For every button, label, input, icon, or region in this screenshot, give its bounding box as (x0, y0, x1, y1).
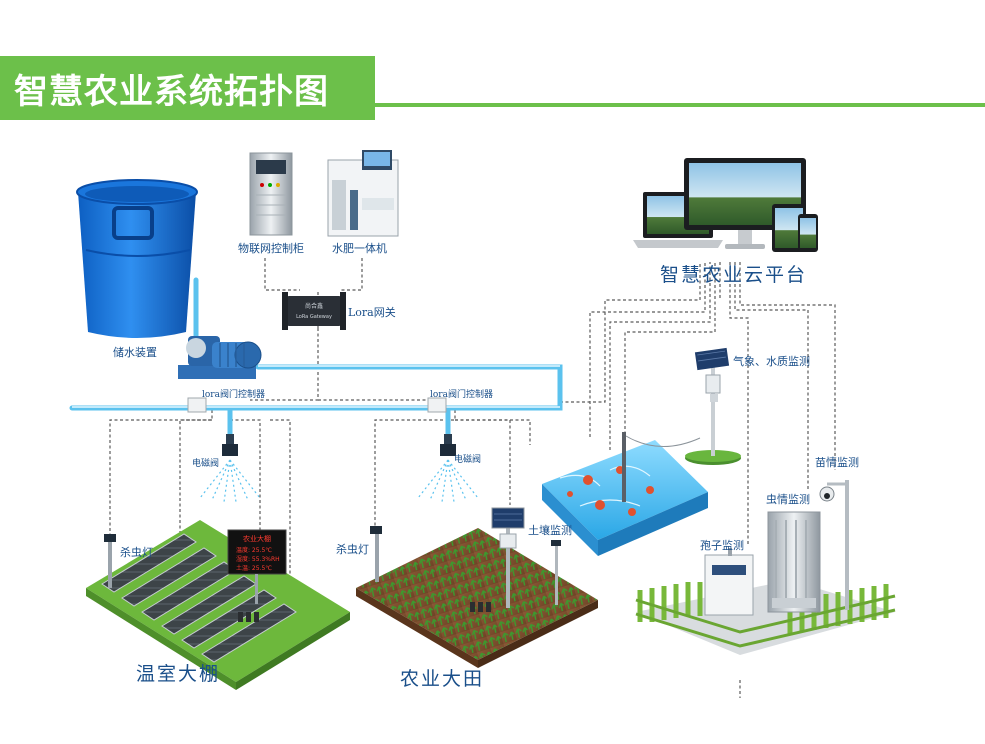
greenhouse-label: 温室大棚 (136, 663, 220, 685)
insect-lamp-right (370, 526, 382, 582)
title-banner: 智慧农业系统拓扑图 (0, 56, 375, 120)
insect-lamp-left-label: 杀虫灯 (120, 545, 153, 559)
fertigation-label: 水肥一体机 (332, 241, 387, 255)
lora-gateway-device: 尚合鑫 LoRa Gateway (282, 292, 346, 330)
insect-lamp-right-label: 杀虫灯 (336, 542, 369, 556)
valve-controller-left (187, 397, 207, 413)
signal-lines (109, 258, 836, 698)
seedling-monitor-label: 苗情监测 (815, 456, 859, 469)
water-pump (178, 336, 262, 379)
led-row-humidity: 湿度: 55.3%RH (236, 555, 280, 563)
lora-gateway-label: Lora网关 (348, 305, 396, 319)
water-storage-label: 储水装置 (113, 345, 157, 359)
seedling-camera-pole (819, 480, 849, 610)
solenoid-valve-right (417, 434, 479, 503)
farmland-field (356, 528, 598, 668)
gateway-model-text: LoRa Gateway (296, 314, 332, 320)
monitoring-enclosure (635, 580, 896, 655)
solenoid-right-label: 电磁阀 (454, 453, 481, 465)
led-display-board: 农业大棚 温度: 25.5℃ 湿度: 55.3%RH 土温: 25.5℃ (227, 529, 287, 604)
solenoid-valve-left (199, 434, 261, 503)
solenoid-left-label: 电磁阀 (192, 457, 219, 469)
soil-monitor-station (491, 507, 561, 608)
fertigation-machine (327, 150, 399, 237)
page-title: 智慧农业系统拓扑图 (14, 71, 329, 112)
title-underline (375, 103, 985, 107)
pest-monitor-label: 虫情监测 (766, 493, 810, 506)
pest-monitor-device (767, 511, 821, 613)
gateway-brand-text: 尚合鑫 (305, 302, 323, 310)
iot-cabinet-label: 物联网控制柜 (238, 241, 304, 255)
fish-pond (542, 432, 708, 556)
spore-monitor-label: 孢子监测 (700, 539, 744, 552)
led-row-soiltemp: 土温: 25.5℃ (236, 564, 272, 572)
weather-station (685, 347, 741, 465)
soil-monitor-label: 土壤监测 (528, 523, 572, 537)
water-bucket (76, 179, 198, 338)
farmland-sensors (470, 602, 491, 612)
greenhouse-sensors (238, 612, 259, 622)
valve-controller-left-label: lora阀门控制器 (202, 388, 265, 400)
weather-water-label: 气象、水质监测 (733, 354, 810, 368)
insect-lamp-left (104, 534, 116, 588)
valve-controller-right-label: lora阀门控制器 (430, 388, 493, 400)
led-title: 农业大棚 (243, 534, 271, 543)
iot-control-cabinet (249, 152, 293, 236)
spore-monitor-device (704, 548, 754, 616)
cloud-platform-label: 智慧农业云平台 (660, 264, 807, 286)
greenhouse-area (86, 520, 350, 690)
phone-device (798, 214, 818, 252)
led-row-temp: 温度: 25.5℃ (236, 546, 272, 554)
farmland-label: 农业大田 (400, 668, 484, 690)
valve-controller-right (427, 397, 447, 413)
